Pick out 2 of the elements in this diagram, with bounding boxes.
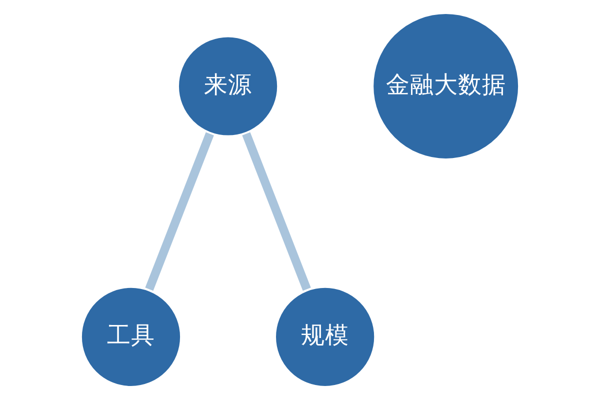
connector [145, 132, 214, 291]
connector [242, 132, 311, 291]
